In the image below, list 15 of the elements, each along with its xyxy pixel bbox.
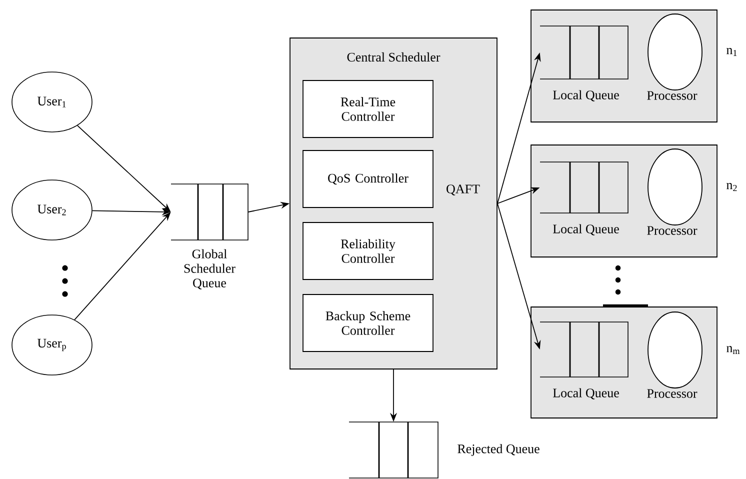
node-label: n$_{2}$ xyxy=(726,182,737,191)
queue-label: Local Queue xyxy=(553,90,619,102)
queue-label: Global Scheduler Queue xyxy=(184,249,236,290)
controller-box: Backup Scheme Controller xyxy=(302,294,434,352)
node-label: n$_{1}$ xyxy=(726,48,737,56)
processor-label: Processor xyxy=(647,389,698,398)
queue-label: Local Queue xyxy=(553,224,619,236)
queue-label: Local Queue xyxy=(553,388,619,400)
queue-label: Rejected Queue xyxy=(458,444,540,456)
controller-box: QoS Controller xyxy=(302,150,434,208)
node-label: n$_{m}$ xyxy=(726,346,740,354)
processor-label: Processor xyxy=(647,91,698,100)
controller-box: Real-Time Controller xyxy=(302,80,434,138)
controller-box: Reliability Controller xyxy=(302,222,434,280)
processor-label: Processor xyxy=(647,226,698,235)
